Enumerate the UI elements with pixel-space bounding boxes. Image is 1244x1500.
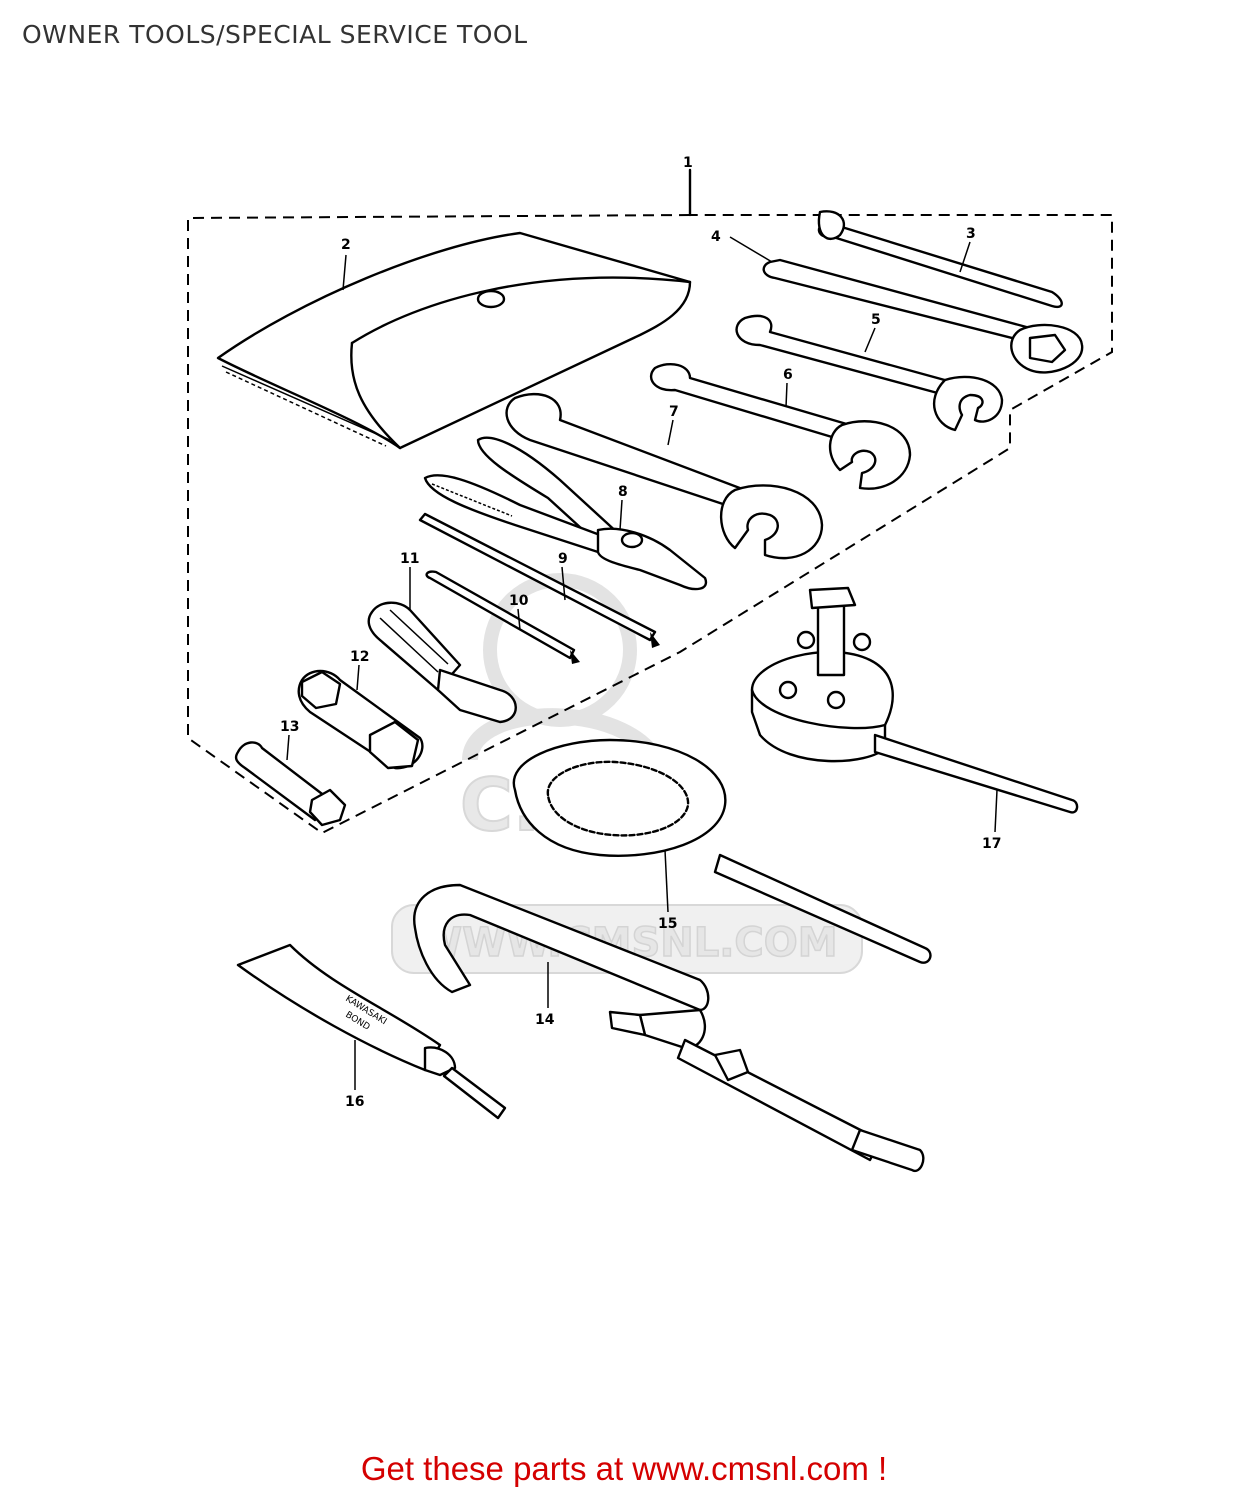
wrench-5 (735, 314, 1004, 432)
pliers (423, 436, 708, 591)
callout-6: 6 (783, 367, 793, 383)
toolkit-boundary (187, 168, 1113, 835)
callout-2: 2 (341, 237, 351, 253)
plug-spanner-12 (297, 669, 424, 770)
wrench-7 (505, 393, 824, 560)
screwdriver-bit-9 (418, 512, 660, 648)
callout-4: 4 (711, 229, 721, 245)
callout-15: 15 (658, 916, 677, 932)
leader-lines (286, 236, 998, 1090)
callout-13: 13 (280, 719, 299, 735)
callout-numbers: 1 2 3 4 5 6 7 8 9 10 11 12 13 14 15 16 1… (280, 155, 1001, 1110)
wrench-small (817, 210, 1063, 309)
screwdriver-shaft-10 (425, 570, 580, 664)
callout-17: 17 (982, 836, 1001, 852)
clutch-holder-15 (512, 738, 932, 964)
callout-14: 14 (535, 1012, 555, 1028)
wrench-box (762, 258, 1084, 374)
wrench-6 (649, 363, 912, 490)
callout-16: 16 (345, 1094, 364, 1110)
get-parts-link[interactable]: Get these parts at www.cmsnl.com ! (0, 1450, 1244, 1488)
callout-12: 12 (350, 649, 369, 665)
callout-5: 5 (871, 312, 881, 328)
callout-3: 3 (966, 226, 976, 242)
page-title: OWNER TOOLS/SPECIAL SERVICE TOOL (22, 20, 528, 49)
callout-10: 10 (509, 593, 529, 609)
bond-tube-16: KAWASAKI BOND (236, 943, 507, 1120)
tool-pouch (216, 231, 692, 450)
callout-11: 11 (400, 551, 419, 567)
screwdriver-handle-11 (367, 601, 517, 724)
get-parts-link-text: Get these parts at www.cmsnl.com ! (360, 1450, 888, 1487)
callout-1: 1 (683, 155, 693, 171)
callout-9: 9 (558, 551, 568, 567)
flywheel-puller-17 (750, 586, 1079, 814)
callout-7: 7 (669, 404, 679, 420)
parts-diagram: C.M.S WWW.CMSNL.COM (187, 155, 1113, 1173)
callout-8: 8 (618, 484, 628, 500)
hook-wrench-14 (413, 883, 925, 1173)
socket-tube-13 (234, 741, 347, 827)
